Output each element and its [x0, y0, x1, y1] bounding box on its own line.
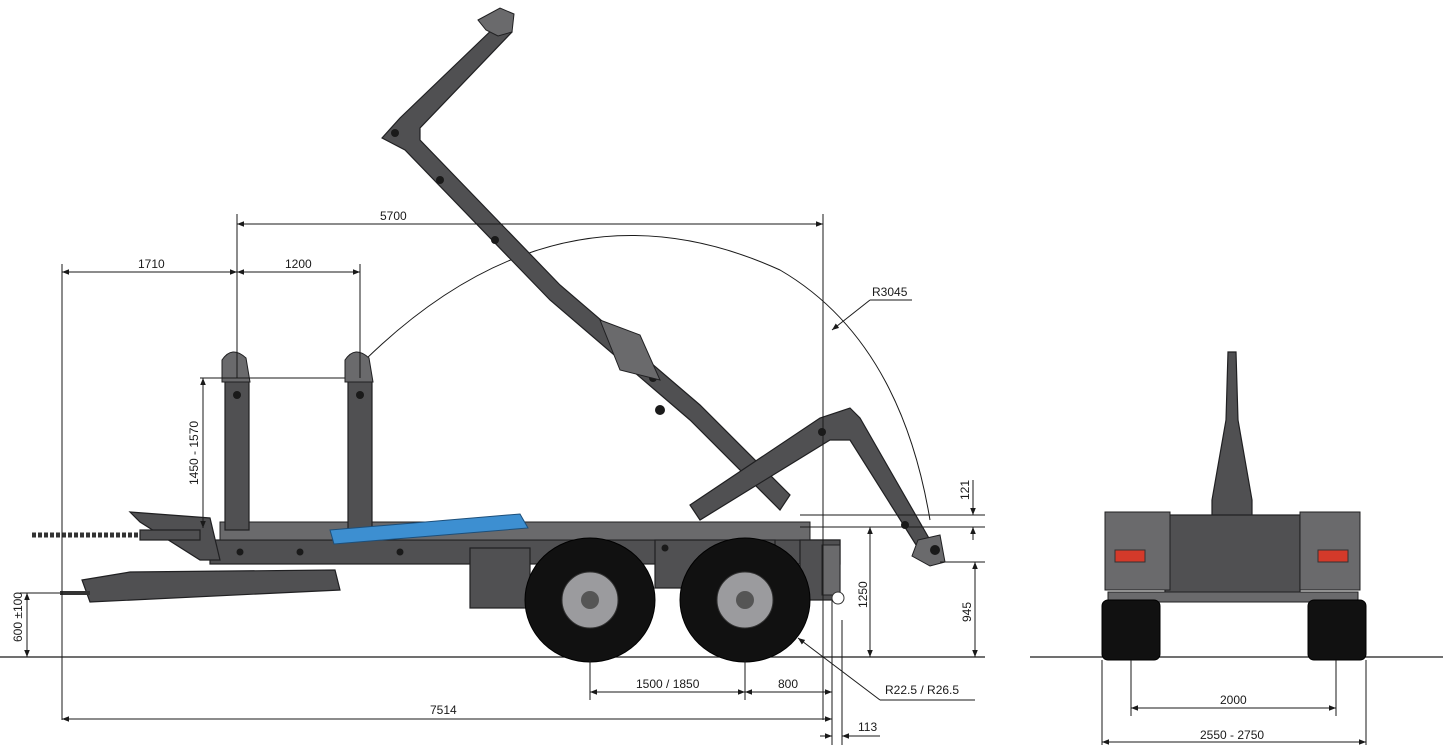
rear-body: [1164, 514, 1301, 596]
rear-lamp-left: [1114, 549, 1146, 563]
dim-1500-1850: 1500 / 1850: [636, 677, 700, 691]
dim-1250: 1250: [856, 581, 870, 608]
dim-1710: 1710: [138, 257, 165, 271]
tipping-arm: [689, 407, 946, 567]
rear-lamp-bracket: [821, 544, 841, 596]
drawbar: [32, 529, 201, 595]
dim-2550-2750: 2550 - 2750: [1200, 728, 1264, 742]
container-posts: [221, 351, 374, 531]
swing-arc: [364, 235, 931, 521]
dim-121: 121: [958, 480, 972, 500]
dim-800: 800: [778, 677, 798, 691]
rear-lamp-right: [1317, 549, 1349, 563]
rear-tire-left: [1101, 599, 1161, 661]
rear-view: 2000 2550 - 2750: [1030, 351, 1443, 745]
rear-tire-right: [1307, 599, 1367, 661]
dim-945: 945: [960, 602, 974, 622]
rear-mast: [1211, 351, 1253, 521]
dim-r3045: R3045: [872, 285, 908, 299]
side-view: 5700 1710 1200 R3045 1450 - 1570 121 125…: [0, 7, 985, 745]
hydraulic-cylinder: [329, 513, 529, 545]
dim-7514: 7514: [430, 703, 457, 717]
wheel-rear: [679, 537, 811, 663]
dim-5700: 5700: [380, 209, 407, 223]
dim-600: 600 ±100: [11, 592, 25, 642]
dim-113: 113: [858, 720, 877, 734]
dim-tire-radius: R22.5 / R26.5: [885, 683, 959, 697]
rear-bumper: [1107, 591, 1359, 603]
hook-arm: [381, 7, 791, 511]
wheel-front: [524, 537, 656, 663]
dim-1450-1570: 1450 - 1570: [187, 421, 201, 485]
dim-2000: 2000: [1220, 693, 1247, 707]
dim-1200: 1200: [285, 257, 312, 271]
